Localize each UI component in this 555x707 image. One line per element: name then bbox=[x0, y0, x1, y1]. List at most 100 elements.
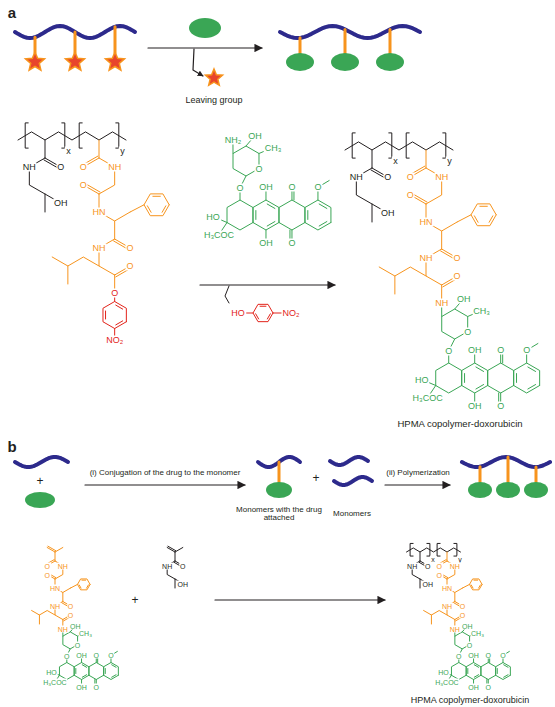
atom-label: O bbox=[455, 652, 462, 659]
plus-sign: + bbox=[311, 472, 320, 484]
bracket bbox=[25, 123, 28, 148]
ring bbox=[89, 663, 104, 680]
atom-label: OH bbox=[247, 131, 263, 140]
atom-label: CH₃ bbox=[264, 143, 283, 152]
annotation: Monomers with the drug attached bbox=[228, 506, 330, 522]
aromatic-bond bbox=[471, 585, 473, 588]
aromatic-bond bbox=[260, 306, 266, 307]
atom-label: NH bbox=[57, 625, 69, 632]
aromatic-bond bbox=[516, 374, 517, 383]
atom-label: OH bbox=[467, 652, 480, 659]
bond bbox=[457, 215, 471, 222]
aromatic-bond bbox=[479, 585, 481, 588]
bond bbox=[426, 204, 442, 249]
aromatic-bond bbox=[162, 206, 166, 212]
bracket bbox=[443, 133, 446, 158]
aromatic-bond bbox=[256, 314, 259, 319]
subscript: x bbox=[65, 147, 72, 156]
aromatic-bond bbox=[82, 580, 86, 581]
atom-label: O bbox=[499, 652, 506, 659]
atom-label: O bbox=[254, 164, 263, 173]
caption: HPMA copolymer-doxorubicin bbox=[396, 419, 523, 429]
atom-label: O bbox=[126, 244, 135, 253]
drug-ellipse bbox=[25, 492, 55, 508]
aromatic-bond bbox=[112, 675, 116, 678]
bracket bbox=[352, 133, 355, 158]
bracket bbox=[454, 543, 457, 556]
atom-label: O bbox=[56, 163, 65, 172]
bond bbox=[372, 150, 373, 168]
bond bbox=[424, 611, 447, 616]
ring bbox=[470, 579, 483, 590]
aromatic-bond bbox=[464, 374, 465, 383]
aromatic-bond bbox=[480, 206, 487, 207]
bond bbox=[45, 194, 46, 212]
atom-label: O bbox=[485, 683, 492, 690]
polymer-chain bbox=[334, 477, 372, 485]
subscript: x bbox=[392, 157, 399, 166]
bond bbox=[55, 548, 63, 553]
aromatic-bond bbox=[267, 204, 275, 208]
atom-label: NH bbox=[434, 173, 449, 182]
atom-label: O bbox=[435, 562, 442, 569]
linker-stub bbox=[507, 457, 510, 482]
leaving-group-star bbox=[65, 52, 84, 70]
aromatic-bond bbox=[105, 311, 106, 319]
bond bbox=[39, 615, 40, 624]
aromatic-bond bbox=[307, 211, 308, 220]
atom-label: O bbox=[79, 163, 88, 172]
atom-label: H₃COC bbox=[203, 230, 235, 239]
ring bbox=[78, 579, 91, 590]
atom-label: H₃COC bbox=[412, 393, 444, 402]
atom-label: H₃COC bbox=[42, 679, 67, 686]
ring bbox=[144, 194, 169, 216]
atom-label: O bbox=[406, 173, 415, 182]
atom-label: O bbox=[67, 612, 74, 619]
bracket bbox=[79, 123, 82, 148]
atom-label: NH bbox=[434, 299, 449, 308]
aromatic-bond bbox=[267, 222, 275, 226]
reaction-arrow bbox=[385, 484, 450, 485]
atom-label: OH bbox=[380, 209, 396, 218]
atom-label: O bbox=[466, 641, 473, 648]
bond bbox=[18, 132, 126, 140]
aromatic-bond bbox=[105, 668, 106, 673]
atom-label: NO₂ bbox=[105, 336, 124, 345]
atom-label: O bbox=[313, 183, 322, 192]
atom-label: OH bbox=[53, 199, 69, 208]
drug-ellipse bbox=[524, 482, 548, 498]
atom-label: HN bbox=[92, 208, 107, 217]
leaving-arrow bbox=[225, 286, 229, 303]
aromatic-bond bbox=[474, 216, 478, 222]
ring bbox=[253, 200, 279, 230]
bond bbox=[175, 579, 176, 588]
atom-label: O bbox=[459, 603, 466, 610]
reaction-arrow bbox=[148, 47, 262, 48]
atom-label: NH bbox=[449, 562, 461, 569]
aromatic-bond bbox=[504, 665, 508, 668]
plus-sign: + bbox=[35, 475, 44, 487]
aromatic-bond bbox=[467, 668, 468, 673]
atom-label: HO bbox=[437, 668, 450, 675]
bond bbox=[426, 150, 427, 168]
subscript: y bbox=[446, 157, 453, 166]
atom-label: O bbox=[67, 603, 74, 610]
drug-ellipse bbox=[468, 482, 492, 498]
drug-ellipse bbox=[496, 482, 520, 498]
linker-stub bbox=[389, 29, 392, 54]
bond bbox=[71, 584, 78, 588]
linker-stub bbox=[479, 467, 482, 482]
atom-label: NH bbox=[406, 562, 418, 569]
aromatic-bond bbox=[319, 204, 327, 208]
bond bbox=[52, 257, 99, 266]
atom-label: O bbox=[496, 346, 505, 355]
bond bbox=[379, 267, 426, 276]
atom-label: O bbox=[453, 272, 462, 281]
aromatic-bond bbox=[489, 216, 493, 222]
bond bbox=[130, 205, 144, 212]
atom-label: O bbox=[496, 401, 505, 410]
atom-label: HN bbox=[419, 218, 434, 227]
aromatic-bond bbox=[474, 675, 478, 678]
leaving-group-star bbox=[105, 52, 124, 70]
